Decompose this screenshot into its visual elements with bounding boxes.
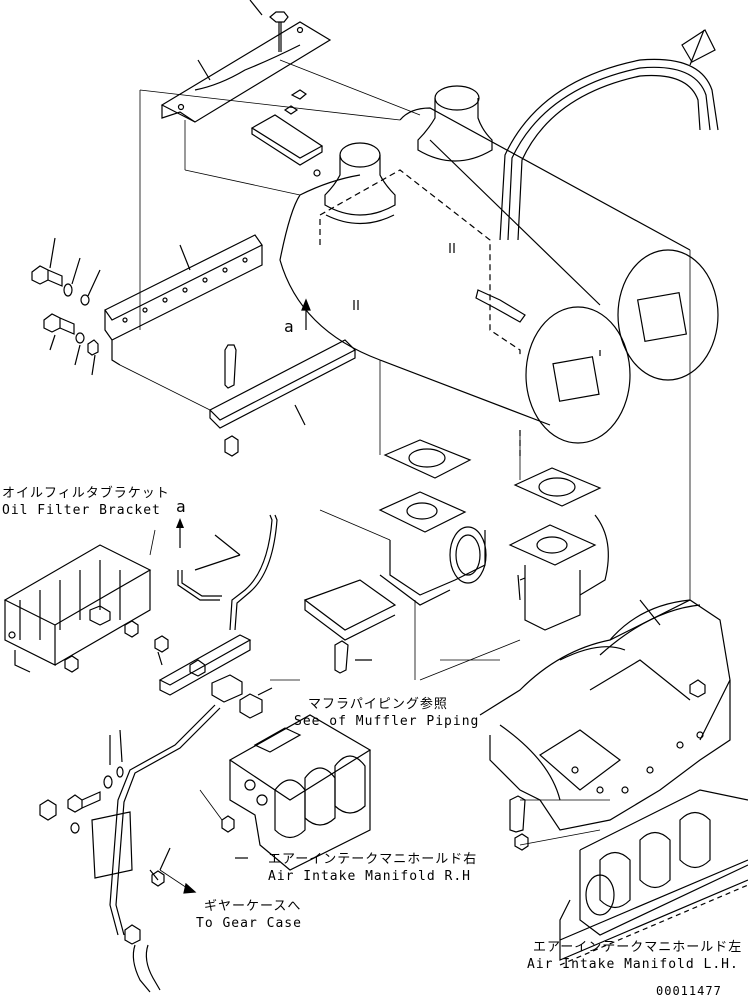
lower-support-plate — [210, 340, 355, 456]
muffler-body — [280, 108, 718, 460]
muffler-strap — [500, 30, 718, 240]
bolt-set-left-upper — [32, 238, 100, 305]
muffler-piping-label-jp: マフラパイピング参照 — [308, 697, 448, 712]
air-intake-manifold-lh — [560, 790, 748, 965]
bolt-set-pipe-clip — [40, 730, 170, 886]
leader-line — [198, 60, 210, 80]
gasket-left — [385, 440, 470, 478]
intake-rh-label-en: Air Intake Manifold R.H — [268, 869, 472, 884]
muffler-clamp-plate — [252, 90, 322, 176]
gear-case-label-jp: ギヤーケースへ — [204, 899, 302, 914]
bolt-set-left-lower — [44, 314, 98, 375]
intake-lh-label-jp: エアーインテークマニホールド左 — [533, 940, 743, 955]
exhaust-outlet-back — [418, 86, 492, 161]
callout-a-lower: a — [176, 497, 186, 516]
oil-filter-bracket-label-jp: オイルフィルタブラケット — [2, 486, 170, 501]
air-intake-manifold-rh — [222, 715, 370, 870]
callout-a-lower-arrow — [176, 518, 184, 548]
gasket-right — [515, 468, 600, 506]
exhaust-elbow-left — [380, 492, 486, 605]
oil-filter-bracket — [5, 545, 150, 672]
top-nut — [270, 12, 288, 52]
top-heat-shield — [162, 22, 330, 122]
pipe-to-gear-case — [110, 705, 220, 992]
elbow-bracket — [305, 580, 395, 673]
assembly-lines — [120, 60, 690, 845]
muffler-piping-label-en: See of Muffler Piping — [294, 714, 480, 729]
exhaust-elbow-right — [510, 515, 608, 630]
exhaust-outlet-front — [325, 143, 395, 224]
intake-lh-label-en: Air Intake Manifold L.H. — [527, 957, 739, 972]
callout-a-upper: a — [284, 317, 294, 336]
intake-rh-label-jp: エアーインテークマニホールド右 — [268, 852, 478, 867]
drawing-number: 00011477 — [656, 984, 722, 998]
muffler-piping-leader — [415, 600, 520, 680]
leader-line — [150, 530, 155, 555]
gear-case-arrowhead — [184, 884, 195, 893]
muffler-mounting-bracket — [105, 235, 262, 365]
muffler-saddle-bracket — [480, 600, 730, 850]
leader-line — [200, 790, 222, 820]
pipe-clamp-bracket — [155, 635, 250, 695]
gear-case-label-en: To Gear Case — [196, 916, 302, 931]
oil-filter-bracket-label-en: Oil Filter Bracket — [2, 503, 161, 518]
pipe-connector-block — [212, 675, 272, 718]
callout-a-arrowhead — [302, 300, 310, 310]
leader-line — [250, 0, 262, 15]
oil-pipe — [178, 515, 277, 630]
